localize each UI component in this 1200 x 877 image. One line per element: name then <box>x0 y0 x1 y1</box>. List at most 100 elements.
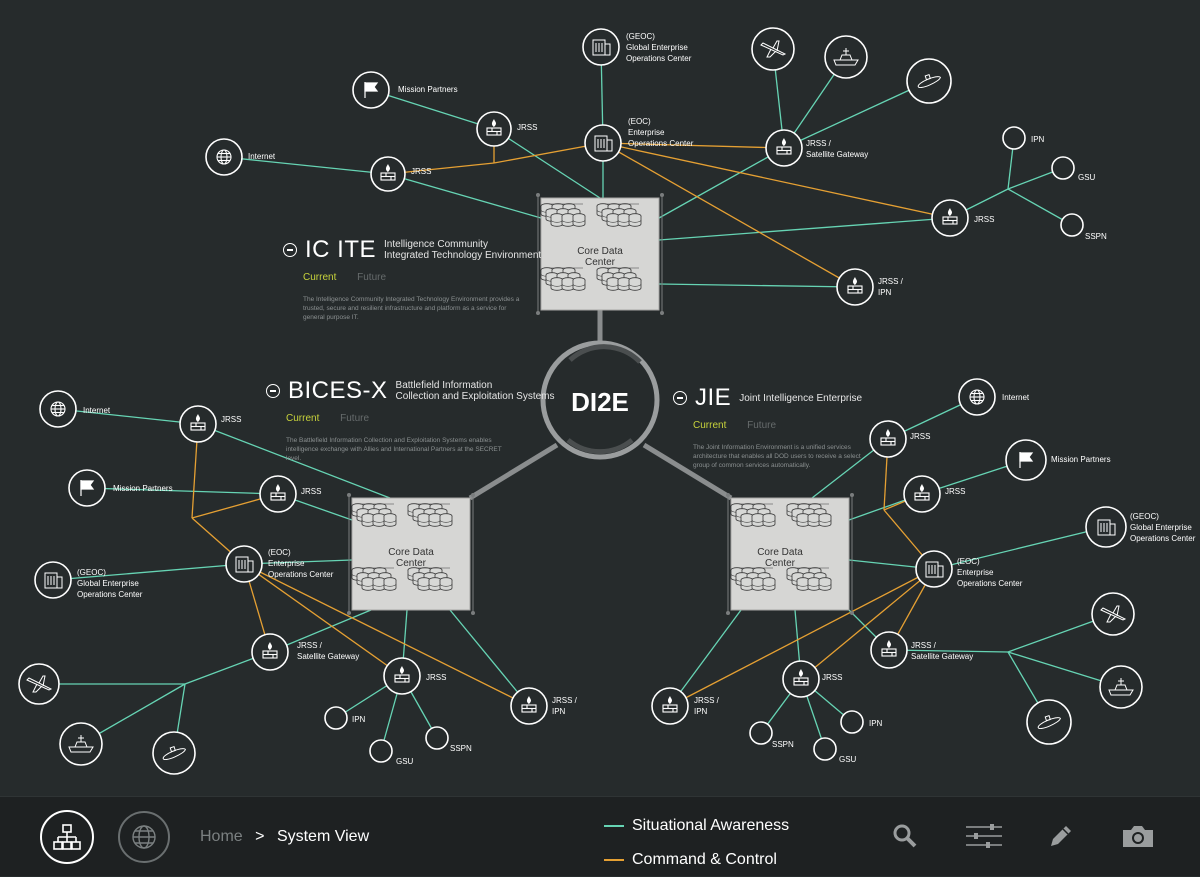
node-a-ship[interactable] <box>824 35 868 79</box>
node-a-jrss3[interactable]: JRSS <box>931 199 994 237</box>
node-label: JRSS <box>910 432 930 441</box>
node-label: Internet <box>83 406 111 415</box>
node-label: GSU <box>1078 173 1096 182</box>
node-c-ipn[interactable]: IPN <box>840 710 883 734</box>
node-a-sspn[interactable]: SSPN <box>1060 213 1107 241</box>
node-label: SSPN <box>1085 232 1107 241</box>
node-b-sat[interactable]: JRSS /Satellite Gateway <box>251 633 359 671</box>
node-b-sspn[interactable]: SSPN <box>425 726 472 753</box>
collapse-bices-button[interactable] <box>266 384 280 398</box>
node-c-ship[interactable] <box>1099 665 1143 709</box>
tab-current[interactable]: Current <box>286 413 320 424</box>
node-c-jet[interactable] <box>1091 592 1135 636</box>
node-c-mp[interactable]: Mission Partners <box>1005 439 1111 481</box>
tab-future[interactable]: Future <box>357 272 387 283</box>
command-control-link <box>602 142 785 149</box>
node-a-jrssipn[interactable]: JRSS /IPN <box>836 268 904 306</box>
node-a-sat[interactable]: JRSS /Satellite Gateway <box>765 129 868 167</box>
node-label: JRSS <box>974 215 994 224</box>
situational-awareness-link <box>86 487 279 495</box>
node-c-jrss2[interactable]: JRSS <box>903 475 965 513</box>
node-b-ipn[interactable]: IPN <box>324 706 366 730</box>
filter-settings-button[interactable] <box>964 821 1004 851</box>
data-center-title-line2: Center <box>585 257 616 268</box>
node-label: GSU <box>839 755 857 764</box>
sliders-icon <box>966 824 1002 848</box>
node-c-jrss3[interactable]: JRSS <box>782 660 842 698</box>
node-b-jet[interactable] <box>18 663 60 705</box>
node-b-ship[interactable] <box>59 722 103 766</box>
node-c-sspn[interactable]: SSPN <box>749 721 794 749</box>
tab-current[interactable]: Current <box>303 272 337 283</box>
node-c-net[interactable]: Internet <box>958 378 1030 416</box>
legend: Situational Awareness Command & Control <box>604 809 789 877</box>
search-icon <box>893 824 917 848</box>
node-a-ipn[interactable]: IPN <box>1002 126 1045 150</box>
di2e-hub[interactable]: DI2E <box>540 340 660 460</box>
node-label: IPN <box>1031 135 1045 144</box>
legend-command: Command & Control <box>604 843 789 877</box>
pencil-icon <box>1051 826 1071 846</box>
data-center-bices[interactable]: Core Data Center <box>347 493 475 615</box>
node-a-gsu[interactable]: GSU <box>1051 156 1096 182</box>
node-a-jrss2[interactable]: JRSS <box>370 156 431 192</box>
node-b-mp[interactable]: Mission Partners <box>68 469 173 507</box>
situational-awareness-link <box>658 283 856 288</box>
node-label: GSU <box>396 757 414 766</box>
node-c-jrssipn[interactable]: JRSS /IPN <box>651 687 720 725</box>
globe-view-button[interactable] <box>118 811 170 863</box>
data-center-title-line2: Center <box>396 558 427 569</box>
node-b-jrss2[interactable]: JRSS <box>259 475 321 513</box>
node-b-jrss3[interactable]: JRSS <box>383 657 446 695</box>
edit-button[interactable] <box>1046 821 1076 851</box>
data-center-title-line1: Core Data <box>388 547 434 558</box>
hierarchy-icon <box>53 824 81 850</box>
node-b-gsu[interactable]: GSU <box>369 739 414 766</box>
screenshot-button[interactable] <box>1120 821 1156 851</box>
search-button[interactable] <box>890 821 920 851</box>
node-a-jrss1[interactable]: JRSS <box>476 111 537 147</box>
node-a-net[interactable]: Internet <box>205 138 276 176</box>
tab-current[interactable]: Current <box>693 420 727 431</box>
collapse-jie-button[interactable] <box>673 391 687 405</box>
node-label: SSPN <box>450 744 472 753</box>
legend-swatch-situational <box>604 825 624 827</box>
breadcrumb-home-link[interactable]: Home <box>200 828 243 845</box>
data-center-jie[interactable]: Core Data Center <box>726 493 854 615</box>
data-center-icite[interactable]: Core Data Center <box>536 193 664 315</box>
node-b-sub[interactable] <box>152 731 196 775</box>
node-label: Internet <box>248 152 276 161</box>
node-b-jrssipn[interactable]: JRSS /IPN <box>510 687 578 725</box>
node-c-sat[interactable]: JRSS /Satellite Gateway <box>870 631 973 669</box>
system-info-jie: JIE Joint Intelligence Enterprise Curren… <box>673 384 863 470</box>
hierarchy-view-button[interactable] <box>40 810 94 864</box>
node-label: Mission Partners <box>113 484 173 493</box>
tab-future[interactable]: Future <box>747 420 777 431</box>
node-b-net[interactable]: Internet <box>39 390 111 428</box>
command-control-link <box>669 568 935 707</box>
node-b-jrss1[interactable]: JRSS <box>179 405 241 443</box>
node-a-mp[interactable]: Mission Partners <box>352 71 458 109</box>
collapse-icite-button[interactable] <box>283 243 297 257</box>
node-label: Mission Partners <box>1051 455 1111 464</box>
node-c-sub[interactable] <box>1026 699 1072 745</box>
node-label: JRSS /IPN <box>694 696 720 716</box>
node-a-sub[interactable] <box>906 58 952 104</box>
node-a-jet[interactable] <box>751 27 795 71</box>
tab-future[interactable]: Future <box>340 413 370 424</box>
system-name: IC ITE <box>305 236 377 263</box>
node-c-gsu[interactable]: GSU <box>813 737 857 764</box>
legend-label: Situational Awareness <box>632 817 790 834</box>
data-center-title-line1: Core Data <box>757 547 803 558</box>
node-label: SSPN <box>772 740 794 749</box>
node-c-jrss1[interactable]: JRSS <box>869 420 930 458</box>
